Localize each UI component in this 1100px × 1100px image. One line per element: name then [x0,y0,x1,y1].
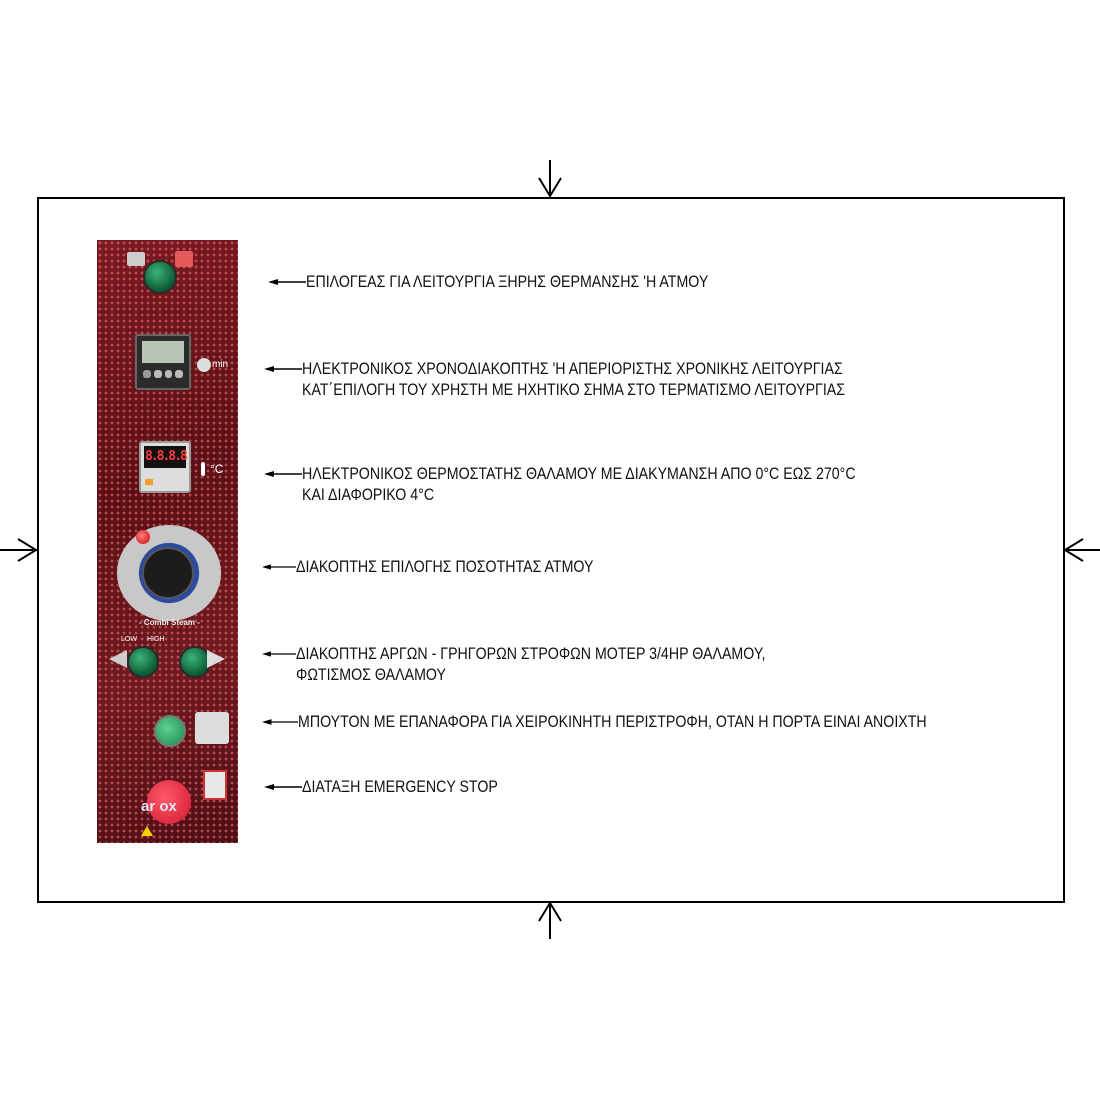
annotation-text: ΔΙΑΚΟΠΤΗΣ ΕΠΙΛΟΓΗΣ ΠΟΣΟΤΗΤΑΣ ΑΤΜΟΥ [296,558,594,576]
annotation-timer: ΗΛΕΚΤΡΟΝΙΚΟΣ ΧΡΟΝΟΔΙΑΚΟΠΤΗΣ 'Η ΑΠΕΡΙΟΡΙΣ… [264,359,933,399]
timer-button[interactable] [153,370,162,378]
arrow-left-icon [268,279,306,285]
brand-logo: ar ox [141,798,177,815]
annotation-emergency-stop: ΔΙΑΤΑΞΗ EMERGENCY STOP [264,777,530,797]
bottom-center-marker-icon [538,901,562,939]
steam-quantity-knob[interactable] [142,547,194,599]
arrow-left-icon [264,784,302,790]
mode-selector-knob[interactable] [143,260,177,294]
timer-button[interactable] [164,370,173,378]
rotation-rack-icon [195,712,229,744]
thermometer-icon [201,462,205,476]
annotation-text: ΔΙΑΤΑΞΗ EMERGENCY STOP [302,778,498,796]
light-icon [207,650,225,668]
arrow-left-icon [262,719,298,725]
left-center-marker-icon [0,538,38,562]
hazard-warning-icon [141,826,153,836]
fan-low-label: LOW [121,636,137,643]
annotation-text: ΗΛΕΚΤΡΟΝΙΚΟΣ ΧΡΟΝΟΔΙΑΚΟΠΤΗΣ 'Η ΑΠΕΡΙΟΡΙΣ… [302,360,843,378]
annotation-text: ΗΛΕΚΤΡΟΝΙΚΟΣ ΘΕΡΜΟΣΤΑΤΗΣ ΘΑΛΑΜΟΥ ΜΕ ΔΙΑΚ… [302,465,856,483]
thermostat-display: 8.8.8.8 [139,441,191,493]
arrow-left-icon [264,471,302,477]
fan-speed-selector-knob[interactable] [127,646,159,678]
arrow-left-icon [264,366,302,372]
arrow-left-icon [262,564,296,570]
fan-icon [109,650,127,668]
fan-high-label: HIGH [147,636,165,643]
emergency-warning-icon [203,770,227,800]
annotation-text: ΚΑΤ΄ΕΠΙΛΟΓΗ ΤΟΥ ΧΡΗΣΤΗ ΜΕ ΗΧΗΤΙΚΟ ΣΗΜΑ Σ… [302,381,846,399]
annotation-fan-light: ΔΙΑΚΟΠΤΗΣ ΑΡΓΩΝ - ΓΡΗΓΟΡΩΝ ΣΤΡΟΦΩΝ ΜΟΤΕΡ… [262,644,842,684]
right-center-marker-icon [1063,538,1100,562]
annotation-text: ΕΠΙΛΟΓΕΑΣ ΓΙΑ ΛΕΙΤΟΥΡΓΙΑ ΞΗΡΗΣ ΘΕΡΜΑΝΣΗΣ… [306,273,709,291]
oven-control-panel: min 8.8.8.8 °C - Combi Steam - LOW HIGH … [97,240,238,843]
thermostat-button[interactable] [145,479,153,485]
annotation-thermostat: ΗΛΕΚΤΡΟΝΙΚΟΣ ΘΕΡΜΟΣΤΑΤΗΣ ΘΑΛΑΜΟΥ ΜΕ ΔΙΑΚ… [264,464,946,504]
combi-steam-label: - Combi Steam - [139,618,200,627]
annotation-mode-selector: ΕΠΙΛΟΓΕΑΣ ΓΙΑ ΛΕΙΤΟΥΡΓΙΑ ΞΗΡΗΣ ΘΕΡΜΑΝΣΗΣ… [268,272,774,292]
clock-icon [197,358,211,372]
dry-heat-icon [127,252,145,266]
annotation-text: ΜΠΟΥΤΟΝ ΜΕ ΕΠΑΝΑΦΟΡΑ ΓΙΑ ΧΕΙΡΟΚΙΝΗΤΗ ΠΕΡ… [298,713,927,731]
steam-indicator-lamp [136,530,150,544]
top-center-marker-icon [538,160,562,198]
timer-unit-label: min [212,359,229,370]
annotation-steam-quantity: ΔΙΑΚΟΠΤΗΣ ΕΠΙΛΟΓΗΣ ΠΟΣΟΤΗΤΑΣ ΑΤΜΟΥ [262,557,642,577]
timer-display [135,334,191,390]
annotation-text: ΦΩΤΙΣΜΟΣ ΘΑΛΑΜΟΥ [296,666,446,684]
annotation-text: ΚΑΙ ΔΙΑΦΟΡΙΚΟ 4°C [302,486,435,504]
emergency-stop-button[interactable] [147,780,191,824]
annotation-text: ΔΙΑΚΟΠΤΗΣ ΑΡΓΩΝ - ΓΡΗΓΟΡΩΝ ΣΤΡΟΦΩΝ ΜΟΤΕΡ… [296,645,766,663]
steam-icon [175,251,193,267]
timer-button[interactable] [143,370,151,378]
chamber-light-selector-knob[interactable] [179,646,211,678]
drawing-frame [37,197,1065,903]
annotation-manual-rotation: ΜΠΟΥΤΟΝ ΜΕ ΕΠΑΝΑΦΟΡΑ ΓΙΑ ΧΕΙΡΟΚΙΝΗΤΗ ΠΕΡ… [262,712,1029,732]
manual-rotation-button[interactable] [154,715,186,747]
arrow-left-icon [262,651,296,657]
timer-button[interactable] [175,370,183,378]
thermostat-readout: 8.8.8.8 [145,449,188,464]
temp-unit-label: °C [210,462,224,476]
